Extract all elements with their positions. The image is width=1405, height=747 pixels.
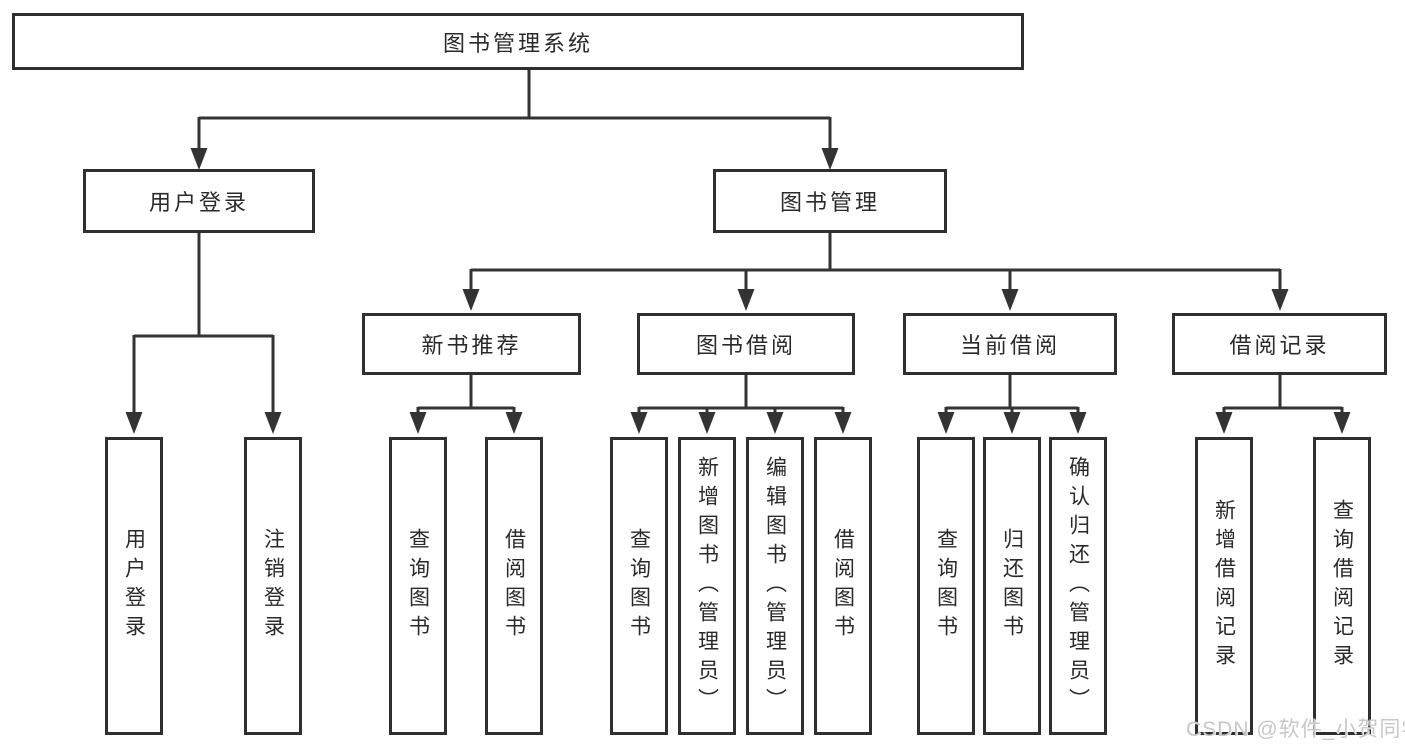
connector-root-to-level2 (190, 69, 839, 170)
connector-user-login-to-leaves (125, 233, 282, 434)
leaf-borrow-books-newbook: 借阅图书 (485, 437, 543, 735)
leaf-logout-login: 注销登录 (244, 437, 302, 735)
leaf-confirm-return-admin: 确认归还（管理员） (1049, 437, 1107, 735)
connector-new-book-to-leaves (409, 375, 523, 434)
leaf-label: 查询图书 (627, 528, 651, 644)
leaf-borrow-books-borrow: 借阅图书 (814, 437, 872, 735)
leaf-label: 借阅图书 (502, 528, 526, 644)
leaf-add-borrow-record: 新增借阅记录 (1195, 437, 1253, 735)
leaf-label: 新增图书（管理员） (695, 455, 719, 717)
leaf-query-borrow-record: 查询借阅记录 (1313, 437, 1371, 735)
leaf-label: 查询图书 (406, 528, 430, 644)
node-library-management-system: 图书管理系统 (12, 13, 1024, 70)
node-user-login: 用户登录 (83, 169, 315, 233)
leaf-label: 查询借阅记录 (1330, 499, 1354, 673)
node-book-borrowing: 图书借阅 (637, 313, 855, 375)
node-new-book-recommendation: 新书推荐 (362, 313, 581, 375)
csdn-watermark: CSDN @软件_小贺同学 (1186, 718, 1405, 741)
leaf-label: 确认归还（管理员） (1066, 455, 1090, 717)
leaf-query-books-borrow: 查询图书 (610, 437, 668, 735)
connector-book-mgmt-to-level3 (462, 233, 1289, 311)
leaf-label: 编辑图书（管理员） (763, 455, 787, 717)
node-current-borrowing: 当前借阅 (903, 313, 1117, 375)
leaf-label: 新增借阅记录 (1212, 499, 1236, 673)
leaf-query-books-newbook: 查询图书 (389, 437, 447, 735)
leaf-label: 注销登录 (261, 528, 285, 644)
node-borrowing-records: 借阅记录 (1172, 313, 1387, 375)
leaf-query-books-current: 查询图书 (917, 437, 975, 735)
leaf-return-books: 归还图书 (983, 437, 1041, 735)
leaf-user-login: 用户登录 (105, 437, 163, 735)
connector-borrow-records-to-leaves (1215, 375, 1351, 434)
leaf-add-books-admin: 新增图书（管理员） (678, 437, 736, 735)
leaf-label: 用户登录 (122, 528, 146, 644)
connector-current-borrow-to-leaves (937, 375, 1087, 434)
leaf-label: 借阅图书 (831, 528, 855, 644)
leaf-label: 查询图书 (934, 528, 958, 644)
leaf-edit-books-admin: 编辑图书（管理员） (746, 437, 804, 735)
connector-book-borrow-to-leaves (630, 375, 852, 434)
node-book-management: 图书管理 (713, 169, 947, 233)
leaf-label: 归还图书 (1000, 528, 1024, 644)
